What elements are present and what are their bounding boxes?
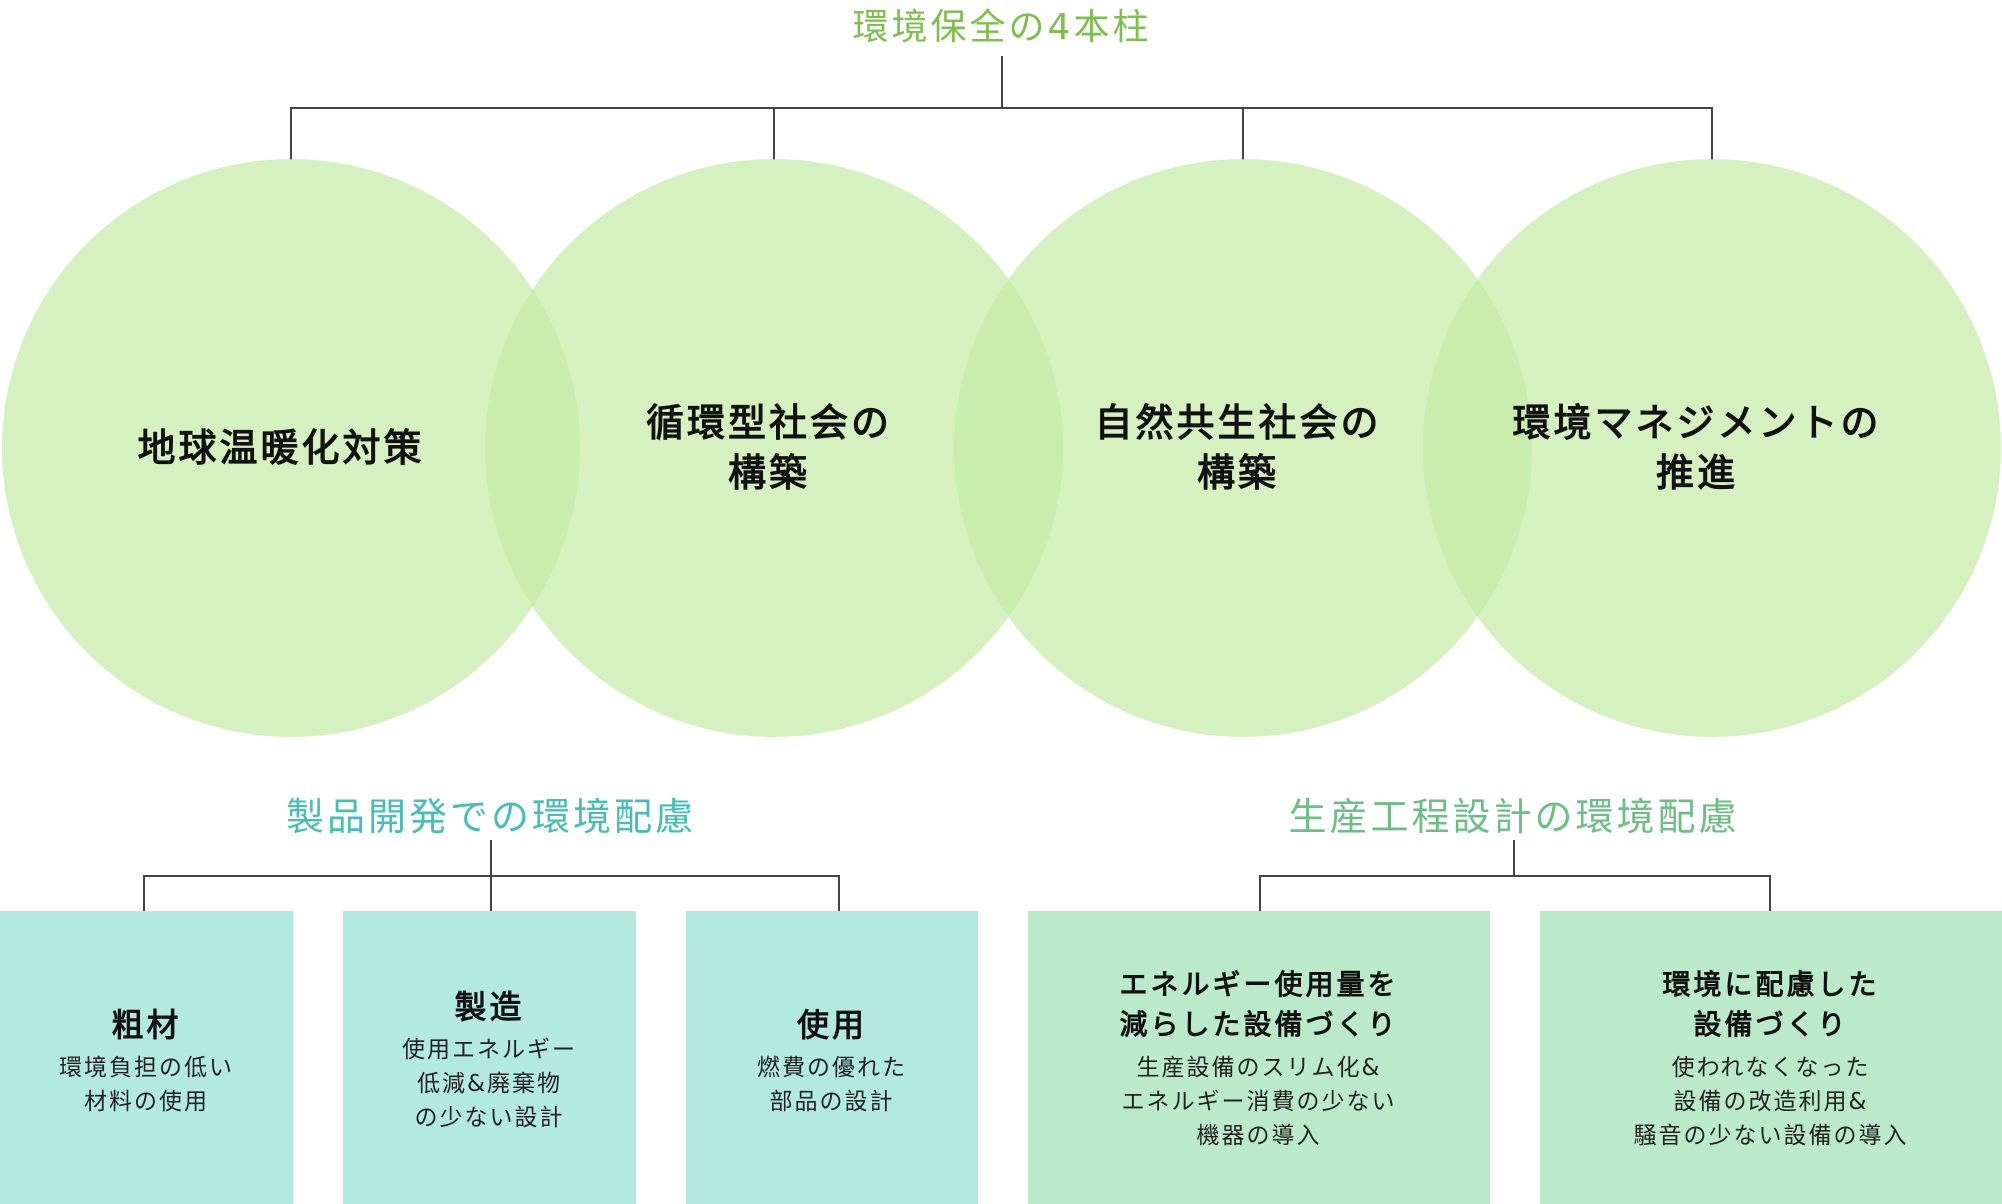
box-title: 製造 [454,988,525,1026]
pillar-label: 循環型社会の 構築 [645,401,892,495]
pillar-4-connector [1711,108,1713,160]
product-box-2-connector [490,876,492,911]
box-description: 燃費の優れた 部品の設計 [757,1055,907,1115]
diagram-title: 環境保全の4本柱 [852,7,1152,48]
product-connector-vertical [490,840,492,876]
box-description: 使われなくなった 設備の改造利用& 騒音の少ない設備の導入 [1633,1055,1909,1149]
box-title: エネルギー使用量を 減らした設備づくり [1119,968,1399,1041]
process-box-2-connector [1769,876,1771,911]
box-title: 粗材 [111,1006,182,1044]
pillar-3-connector [1242,108,1244,160]
pillar-label: 環境マネジメントの 推進 [1512,401,1882,495]
box-title: 環境に配慮した 設備づくり [1662,968,1880,1041]
pillars-connector-horizontal [290,107,1713,109]
box-description: 環境負担の低い 材料の使用 [59,1055,234,1115]
process-box-1-connector [1259,876,1261,911]
product-box-raw-material: 粗材 環境負担の低い 材料の使用 [0,911,293,1204]
pillar-circle-global-warming: 地球温暖化対策 [2,159,580,737]
pillar-label: 地球温暖化対策 [137,426,425,470]
product-section-heading: 製品開発での環境配慮 [285,795,697,839]
pillar-2-connector [773,108,775,160]
product-box-1-connector [143,876,145,911]
product-box-manufacturing: 製造 使用エネルギー 低減&廃棄物 の少ない設計 [343,911,636,1204]
process-connector-vertical [1513,840,1515,876]
process-connector-horizontal [1259,875,1771,877]
pillar-1-connector [290,108,292,160]
process-section-heading: 生産工程設計の環境配慮 [1288,795,1740,839]
product-box-usage: 使用 燃費の優れた 部品の設計 [686,911,978,1204]
title-connector-vertical [1001,56,1003,108]
box-description: 生産設備のスリム化& エネルギー消費の少ない 機器の導入 [1121,1055,1397,1149]
box-description: 使用エネルギー 低減&廃棄物 の少ない設計 [402,1037,577,1131]
process-box-energy-reduction: エネルギー使用量を 減らした設備づくり 生産設備のスリム化& エネルギー消費の少… [1028,911,1490,1204]
pillar-circle-environmental-management: 環境マネジメントの 推進 [1423,159,2001,737]
box-title: 使用 [796,1006,867,1044]
pillar-label: 自然共生社会の 構築 [1094,401,1382,495]
product-box-3-connector [838,876,840,911]
process-box-eco-equipment: 環境に配慮した 設備づくり 使われなくなった 設備の改造利用& 騒音の少ない設備… [1540,911,2002,1204]
